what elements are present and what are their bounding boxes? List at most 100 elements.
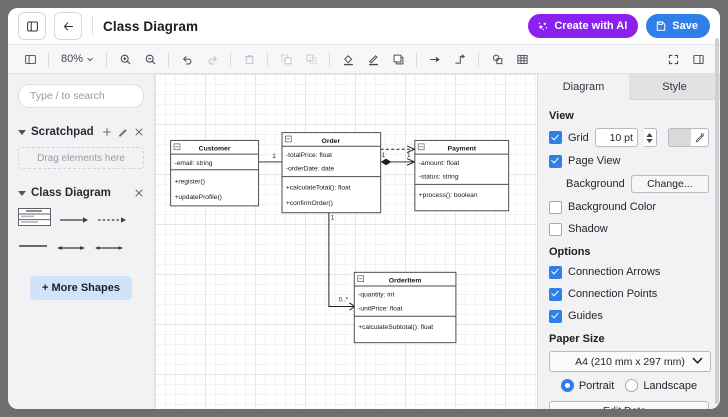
edit-data-button[interactable]: Edit Data... xyxy=(549,401,709,409)
paper-size-heading: Paper Size xyxy=(549,333,605,345)
line-color-icon[interactable] xyxy=(361,48,385,70)
connection-arrows-checkbox[interactable] xyxy=(549,265,562,279)
class-node-payment[interactable]: Payment -amount: float -status: string +… xyxy=(414,139,510,212)
shadow-row: Shadow xyxy=(549,221,709,237)
grid-checkbox[interactable] xyxy=(549,131,562,144)
background-row: Background Change... xyxy=(549,175,709,193)
chevron-down-icon[interactable] xyxy=(18,129,26,135)
toolbar-separator xyxy=(48,51,49,67)
redo-icon[interactable] xyxy=(200,48,224,70)
class-attribute: -email: string xyxy=(175,160,213,167)
panel-right-icon[interactable] xyxy=(686,48,710,70)
double-arrow-shape[interactable] xyxy=(56,240,86,250)
straight-connector-icon[interactable] xyxy=(423,48,447,70)
connection-arrows-row: Connection Arrows xyxy=(549,264,709,280)
arrow-left-icon[interactable] xyxy=(54,12,82,40)
insert-table-icon[interactable] xyxy=(510,48,534,70)
page-view-checkbox[interactable] xyxy=(549,154,562,168)
main-toolbar: 80% xyxy=(8,44,720,74)
paper-size-value: A4 (210 mm x 297 mm) xyxy=(575,355,685,368)
to-front-icon[interactable] xyxy=(274,48,298,70)
grid-size-stepper[interactable] xyxy=(643,128,657,147)
chevron-down-icon[interactable] xyxy=(18,190,26,196)
diagram-canvas[interactable]: 1 1 1 1 1 xyxy=(155,74,537,409)
to-back-icon[interactable] xyxy=(299,48,323,70)
fullscreen-icon[interactable] xyxy=(661,48,685,70)
panel-tabs: Diagram Style xyxy=(538,74,720,100)
zoom-in-icon[interactable] xyxy=(113,48,137,70)
chevron-down-icon xyxy=(692,357,703,364)
connection-arrows-label: Connection Arrows xyxy=(568,266,661,278)
toolbar-separator xyxy=(267,51,269,67)
fill-color-icon[interactable] xyxy=(336,48,360,70)
relation-target-mult: 0..* xyxy=(339,297,349,304)
relation-source-mult: 1 xyxy=(331,215,335,222)
options-heading: Options xyxy=(549,246,591,258)
portrait-radio[interactable] xyxy=(560,379,574,392)
more-shapes-button[interactable]: + More Shapes xyxy=(30,276,132,300)
class-diagram-actions xyxy=(134,188,144,198)
panel-left-icon[interactable] xyxy=(18,12,46,40)
toolbar-separator xyxy=(416,51,418,67)
connection-points-checkbox[interactable] xyxy=(549,287,562,301)
delete-icon[interactable] xyxy=(237,48,261,70)
undo-icon[interactable] xyxy=(175,48,199,70)
pencil-icon[interactable] xyxy=(118,127,128,137)
tab-diagram[interactable]: Diagram xyxy=(538,74,629,100)
scratchpad-actions xyxy=(102,127,144,137)
toolbar-separator xyxy=(478,51,480,67)
background-change-button[interactable]: Change... xyxy=(630,175,709,193)
background-color-checkbox[interactable] xyxy=(549,200,562,214)
shadow-checkbox[interactable] xyxy=(549,222,562,236)
insert-shape-icon[interactable] xyxy=(485,48,509,70)
right-panel: Diagram Style View Grid 10 pt xyxy=(537,38,720,409)
solid-line-shape[interactable] xyxy=(18,238,48,248)
zoom-out-icon[interactable] xyxy=(138,48,162,70)
paper-size-select[interactable]: A4 (210 mm x 297 mm) xyxy=(549,351,711,372)
solid-arrow-shape[interactable] xyxy=(59,212,89,223)
relation-order-orderitem[interactable]: 1 0..* xyxy=(325,207,356,311)
create-with-ai-button[interactable]: Create with AI xyxy=(528,14,639,38)
class-attribute: -quantity: int xyxy=(358,292,394,299)
dashed-arrow-shape[interactable] xyxy=(97,212,127,223)
panel-scrollbar[interactable] xyxy=(715,38,719,404)
plus-icon[interactable] xyxy=(102,127,112,137)
double-arrow-small-shape[interactable] xyxy=(94,240,124,250)
create-with-ai-label: Create with AI xyxy=(554,20,628,32)
background-color-label: Background Color xyxy=(568,201,657,213)
guides-row: Guides xyxy=(549,308,709,324)
toolbar-separator xyxy=(168,51,170,67)
class-table-shape[interactable] xyxy=(18,208,51,226)
relation-source-mult: 1 xyxy=(382,152,386,159)
relation-order-payment-aggregation[interactable]: 1 1 xyxy=(380,152,416,166)
grid-color-picker[interactable] xyxy=(668,128,709,147)
scratchpad-dropzone[interactable]: Drag elements here xyxy=(18,147,144,169)
search-placeholder: Type / to search xyxy=(30,90,105,102)
app-body: Type / to search Scratchpad xyxy=(8,38,720,409)
tab-style[interactable]: Style xyxy=(629,74,720,100)
class-attribute: -orderDate: date xyxy=(286,166,335,173)
shadow-icon[interactable] xyxy=(386,48,410,70)
class-diagram-title: Class Diagram xyxy=(31,187,111,199)
class-name: Payment xyxy=(448,146,477,153)
guides-label: Guides xyxy=(568,310,603,322)
class-node-customer[interactable]: Customer -email: string +register() +upd… xyxy=(170,139,260,207)
landscape-radio[interactable] xyxy=(625,379,639,392)
format-panel-icon[interactable] xyxy=(18,48,42,70)
class-node-order[interactable]: Order -totalPrice: float -orderDate: dat… xyxy=(281,132,382,214)
elbow-connector-icon[interactable] xyxy=(448,48,472,70)
scratchpad-drop-hint: Drag elements here xyxy=(37,152,125,164)
close-icon[interactable] xyxy=(134,188,144,198)
grid-size-input[interactable]: 10 pt xyxy=(594,128,638,147)
save-button[interactable]: Save xyxy=(646,14,710,38)
class-node-orderitem[interactable]: OrderItem -quantity: int -unitPrice: flo… xyxy=(353,271,457,344)
class-diagram-section-header: Class Diagram xyxy=(8,187,154,199)
search-input[interactable]: Type / to search xyxy=(18,84,144,108)
guides-checkbox[interactable] xyxy=(549,309,562,323)
connection-points-label: Connection Points xyxy=(568,288,658,300)
class-method: +process(): boolean xyxy=(419,192,478,199)
save-label: Save xyxy=(672,20,698,32)
close-icon[interactable] xyxy=(134,127,144,137)
orientation-radios: Portrait Landscape xyxy=(549,379,709,392)
zoom-level-dropdown[interactable]: 80% xyxy=(55,48,100,70)
